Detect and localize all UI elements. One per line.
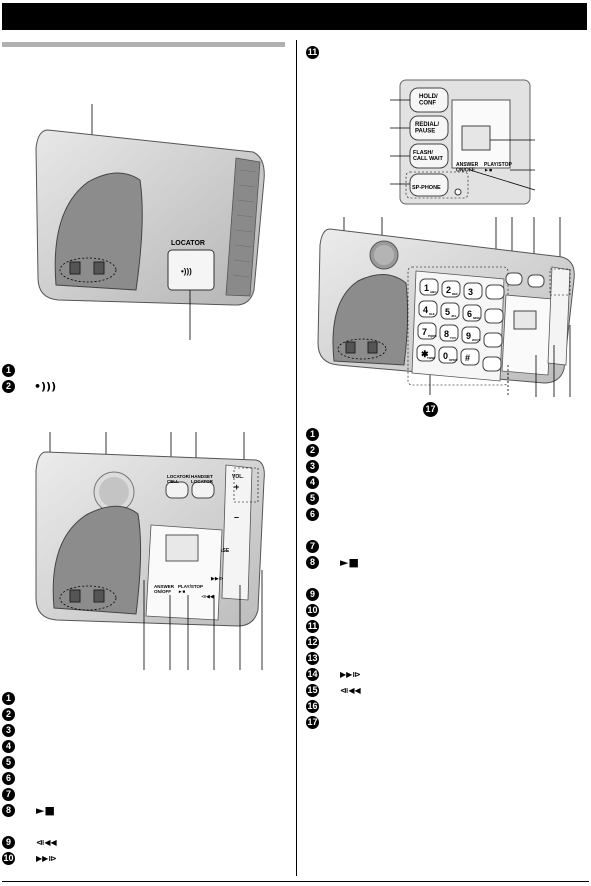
- keypad-key: 4: [423, 305, 428, 315]
- skip-back-icon: ⧏◀◀: [340, 686, 361, 695]
- callout-number: 2: [306, 444, 319, 457]
- callout-number: 11: [306, 620, 319, 633]
- callout-number: 5: [306, 492, 319, 505]
- keypad-sub: PQRS: [428, 334, 437, 338]
- locator-label: LOCATOR: [171, 240, 205, 247]
- callout-number: 7: [2, 788, 15, 801]
- zoomed-button-inset: HOLD/CONF REDIAL/PAUSE FLASH/CALL WAIT S…: [390, 79, 536, 205]
- callout-number: 17: [306, 716, 319, 729]
- skip-forward-icon: ▶▶⧐: [340, 670, 361, 679]
- callout-number: 5: [2, 756, 15, 769]
- vol-label: VOL.: [232, 474, 244, 480]
- callout-number: 17: [423, 402, 438, 417]
- callout-number: 3: [2, 724, 15, 737]
- callout-number: 1: [306, 428, 319, 441]
- callout-number: 10: [306, 604, 319, 617]
- locator-sound-icon: •))): [34, 380, 57, 393]
- redial-pause-label: REDIAL/PAUSE: [415, 122, 439, 135]
- header-bar: [2, 3, 587, 30]
- flash-label: FLASH/CALL WAIT: [413, 150, 443, 162]
- skip-back-small-icon: ⧏◀◀: [201, 594, 214, 600]
- keypad-key: #: [465, 353, 470, 363]
- callout-number: 8: [306, 556, 319, 569]
- keypad-key: 0: [443, 351, 448, 361]
- section-rule: [2, 42, 285, 47]
- keypad-key: 5: [445, 307, 450, 317]
- callout-number: 7: [306, 540, 319, 553]
- play-stop-icon: ►■: [36, 804, 55, 817]
- keypad-key: 6: [467, 309, 472, 319]
- hold-conf-label: HOLD/CONF: [419, 94, 438, 107]
- playstop-label: PLAY/STOP►■: [178, 584, 203, 594]
- spphone-label: SP-PHONE: [412, 185, 441, 191]
- callout-number: 16: [306, 700, 319, 713]
- keypad-key: ✱: [421, 349, 429, 359]
- keypad-sub: MNO: [473, 316, 481, 320]
- callout-number: 13: [306, 652, 319, 665]
- vol-plus-label: +: [234, 482, 239, 492]
- callout-number: 4: [306, 476, 319, 489]
- vol-minus-label: –: [234, 512, 239, 522]
- callout-number: 9: [2, 836, 15, 849]
- callout-number: 3: [306, 460, 319, 473]
- callout-number: 11: [306, 46, 319, 59]
- column-divider: [296, 40, 297, 876]
- footer-rule: [2, 881, 589, 882]
- locator-cell-label: LOCATOR/CELL: [167, 474, 191, 484]
- callout-number: 2: [2, 708, 15, 721]
- callout-number: 9: [306, 588, 319, 601]
- base-unit-figure-3: 1 2 3 4 5 6 7 8 9 ✱ 0 # ABC DEF GHI JKL …: [317, 217, 575, 397]
- callout-number: 1: [2, 364, 15, 377]
- keypad-sub: TONE: [427, 356, 435, 360]
- locator-button-icon: •))): [181, 267, 192, 276]
- keypad-key: 8: [444, 329, 449, 339]
- keypad-sub: DEF: [452, 292, 458, 296]
- callout-number: 4: [2, 740, 15, 753]
- keypad-key: 9: [466, 331, 471, 341]
- callout-number: 1: [2, 692, 15, 705]
- keypad-key: 2: [446, 285, 451, 295]
- callout-number: 2: [2, 380, 15, 393]
- callout-number: 14: [306, 668, 319, 681]
- keypad-sub: WXYZ: [472, 338, 481, 342]
- callout-number: 12: [306, 636, 319, 649]
- callout-number: 10: [2, 852, 15, 865]
- callout-number: 6: [306, 508, 319, 521]
- keypad-sub: JKL: [451, 314, 457, 318]
- playstop-inset-label: PLAY/STOP►■: [484, 162, 512, 174]
- callout-number: 15: [306, 684, 319, 697]
- keypad-sub: ABC: [430, 290, 437, 294]
- skip-back-icon: ⧏◀◀: [36, 838, 57, 847]
- callout-number: 6: [2, 772, 15, 785]
- skip-forward-small-icon: ▶▶⧐: [211, 576, 224, 582]
- keypad-sub: OPER: [449, 358, 458, 362]
- keypad-sub: GHI: [429, 312, 435, 316]
- skip-forward-icon: ▶▶⧐: [36, 854, 57, 863]
- play-stop-icon: ►■: [340, 556, 359, 569]
- callout-number: 8: [2, 804, 15, 817]
- keypad-key: 3: [468, 287, 473, 297]
- base-unit-figure-1: LOCATOR •))): [35, 104, 265, 340]
- keypad-key: 1: [424, 283, 429, 293]
- keypad-sub: TUV: [450, 336, 456, 340]
- keypad-key: 7: [422, 327, 427, 337]
